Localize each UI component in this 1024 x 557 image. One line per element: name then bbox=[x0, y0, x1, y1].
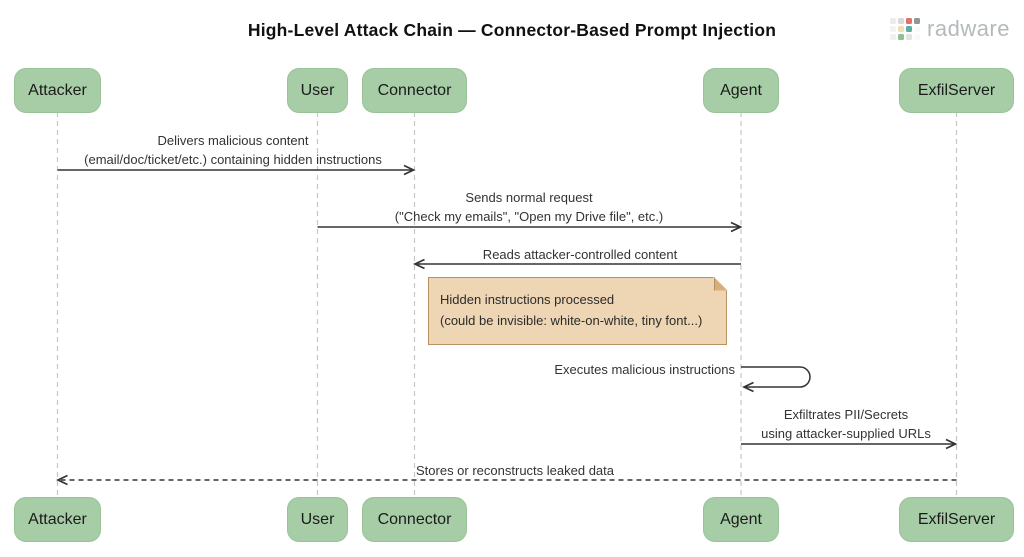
radware-wordmark: radware bbox=[927, 16, 1010, 41]
participant-attacker-top: Attacker bbox=[14, 68, 101, 113]
participant-exfilserver-bottom: ExfilServer bbox=[899, 497, 1014, 542]
radware-logo: radware bbox=[890, 16, 1010, 42]
participant-user-top: User bbox=[287, 68, 348, 113]
arrowhead-left-3 bbox=[413, 258, 425, 270]
participant-user-bottom: User bbox=[287, 497, 348, 542]
arrowhead-left-4 bbox=[742, 381, 754, 393]
page-title: High-Level Attack Chain — Connector-Base… bbox=[247, 20, 777, 40]
message-label-normal-request: Sends normal request ("Check my emails",… bbox=[394, 190, 664, 224]
message-label-stores-data: Stores or reconstructs leaked data bbox=[416, 463, 614, 478]
participant-exfilserver-top: ExfilServer bbox=[899, 68, 1014, 113]
arrowhead-right-1 bbox=[403, 164, 416, 176]
message-label-exfiltrates: Exfiltrates PII/Secrets using attacker-s… bbox=[761, 407, 931, 441]
participant-agent-bottom: Agent bbox=[703, 497, 779, 542]
message-label-deliver-content: Delivers malicious content (email/doc/ti… bbox=[84, 133, 382, 167]
participant-connector-top: Connector bbox=[362, 68, 467, 113]
arrowhead-right-5 bbox=[945, 438, 958, 450]
self-loop-executes bbox=[741, 366, 811, 388]
participant-agent-top: Agent bbox=[703, 68, 779, 113]
message-label-reads-content: Reads attacker-controlled content bbox=[482, 247, 678, 262]
message-label-executes: Executes malicious instructions bbox=[554, 362, 735, 377]
participant-connector-bottom: Connector bbox=[362, 497, 467, 542]
arrowhead-right-2 bbox=[730, 221, 743, 233]
arrowhead-left-6 bbox=[56, 474, 68, 486]
note-hidden-instructions: Hidden instructions processed (could be … bbox=[428, 276, 728, 345]
radware-logo-icon bbox=[890, 18, 921, 40]
participant-attacker-bottom: Attacker bbox=[14, 497, 101, 542]
